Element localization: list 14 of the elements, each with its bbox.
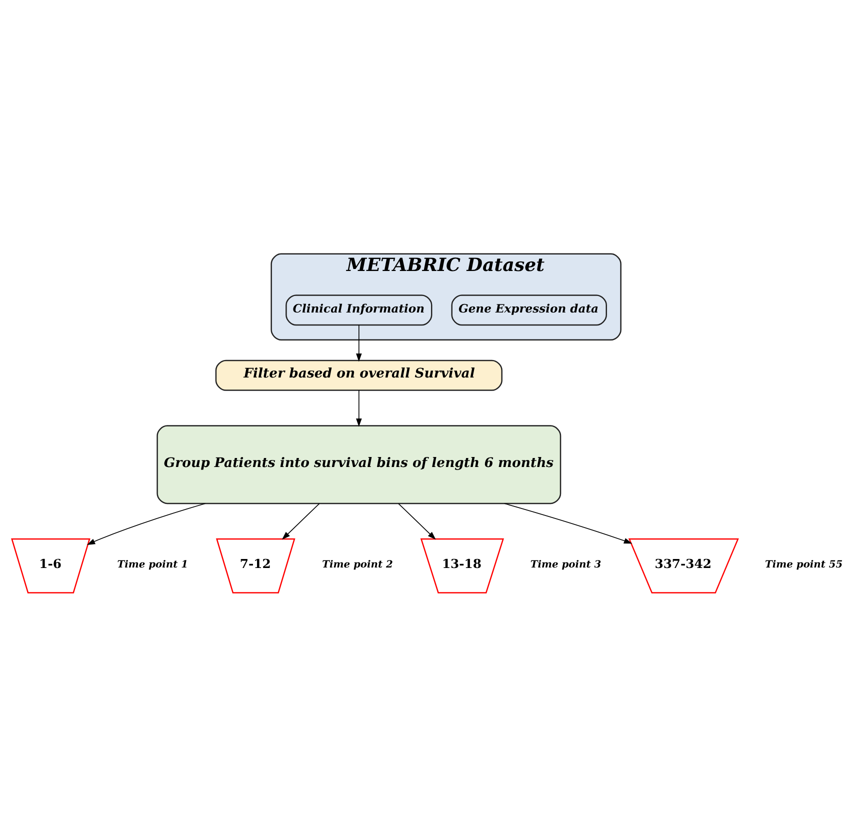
node-label: Time point 3 [530, 560, 602, 571]
arrow [356, 324, 362, 362]
arrow [356, 390, 362, 427]
node-label: Time point 1 [117, 560, 188, 571]
arrow [504, 503, 632, 544]
node-box: Filter based on overall Survival [215, 360, 502, 391]
node-label: Time point 55 [765, 560, 843, 571]
node-box: Group Patients into survival bins of length 6 months [156, 425, 562, 504]
arrow [86, 503, 206, 545]
node-label: Time point 2 [322, 560, 393, 571]
node-box: Gene Expression data [451, 294, 607, 326]
node-box: Clinical Information [286, 294, 432, 326]
arrow [282, 503, 320, 540]
arrow [398, 503, 436, 540]
